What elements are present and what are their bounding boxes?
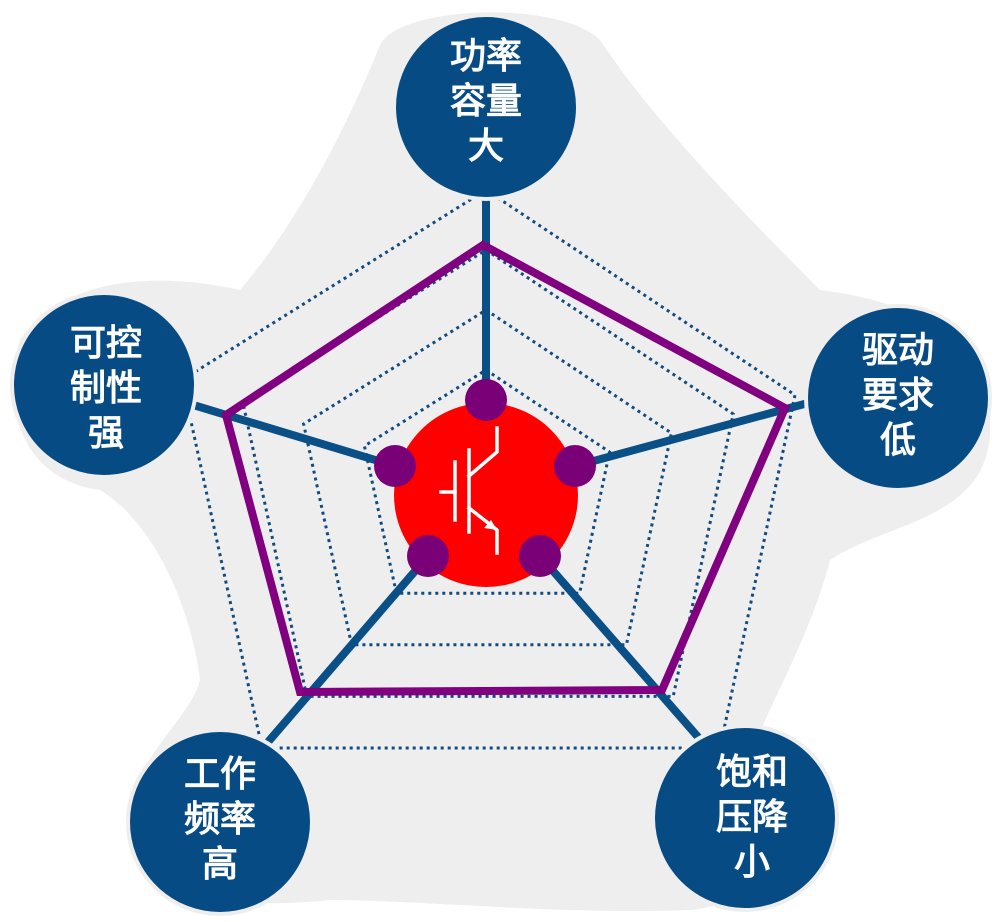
grid-ring [180,188,797,750]
node-operating-frequency: 工作 频率 高 [126,728,314,916]
node-controllability: 可控 制性 强 [10,291,198,479]
nodes: 功率 容量 大 驱动 要求 低 饱和 压降 小 工作 频率 高 可控 制性 强 [10,13,992,916]
node-label-line: 低 [880,420,916,461]
markers [374,379,596,577]
node-label-line: 频率 [184,799,256,840]
spokes [188,195,810,748]
node-power-capacity: 功率 容量 大 [392,13,580,201]
spoke-line [264,553,432,745]
node-label-line: 压降 [716,797,788,838]
node-label-line: 大 [468,126,504,167]
node-label-line: 强 [88,413,124,454]
marker-dot [465,379,507,421]
grid-ring [301,308,674,647]
marker-dot [554,445,596,487]
profile-polygon [221,240,791,697]
spoke-line [536,553,709,748]
node-saturation-drop: 饱和 压降 小 [651,724,839,912]
marker-dot [407,535,449,577]
node-drive-requirement: 驱动 要求 低 [804,304,992,492]
node-label-line: 容量 [450,81,522,122]
node-label-line: 饱和 [716,752,788,793]
node-label-line: 可控 [70,323,142,364]
spoke-line [573,399,810,470]
dotted-grid [180,188,797,750]
grid-ring [241,248,735,698]
node-label-line: 功率 [450,36,522,77]
node-label-line: 要求 [862,375,934,416]
igbt-transistor-icon [439,426,499,555]
marker-dot [519,535,561,577]
node-label-line: 高 [202,844,238,885]
node-label-line: 工作 [184,754,256,795]
node-label-line: 制性 [70,368,142,409]
node-label-line: 驱动 [862,330,934,371]
node-label-line: 小 [734,842,770,883]
marker-dot [374,445,416,487]
